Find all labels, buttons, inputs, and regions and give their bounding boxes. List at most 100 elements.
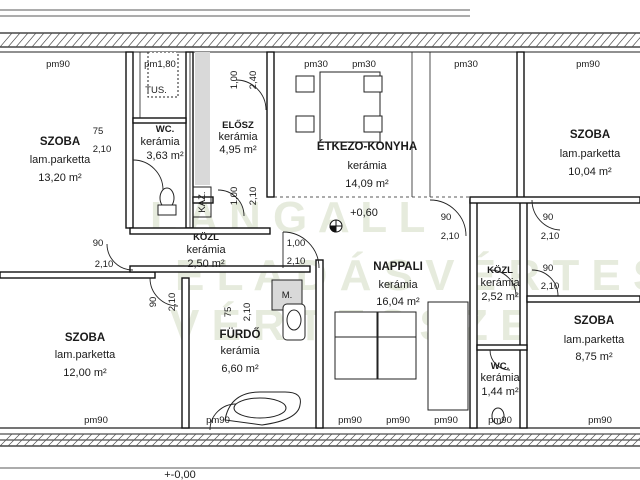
room-name-nappali: NAPPALI [373,261,423,273]
window-bottom-3: pm90 [338,415,362,426]
hatch-line [119,433,133,447]
hatch-line [391,433,405,447]
hatch-line [47,32,61,48]
hatch-line [511,32,525,48]
hatch-line [575,32,589,48]
hatch-line [471,32,485,48]
sanitary [147,51,505,426]
hatch-line [471,433,485,447]
hatch-line [375,433,389,447]
hatch-line [95,433,109,447]
hatch-line [431,32,445,48]
hatch-line [463,433,477,447]
misc-labels: TUS. KAZ. M. +0,60 +-0,00 [145,85,378,480]
hatch-line [15,32,29,48]
hatch-line [279,433,293,447]
room-name-wc-right: WC. [491,361,509,372]
room-area-etkezo: 14,09 m² [345,178,389,190]
hatch-line [631,37,640,48]
hatch-line [135,32,149,48]
hatch-line [95,32,109,48]
hatch-line [479,433,493,447]
room-area-szoba-lt: 13,20 m² [38,172,82,184]
hatch-line [167,32,181,48]
hatch-line [463,32,477,48]
hatch-line [607,32,621,48]
room-mat-szoba-lt: lam.parketta [30,154,91,166]
hatch-line [535,433,549,447]
dim-100-eloesz: 1,00 [229,71,240,90]
room-area-wc-right: 1,44 m² [481,386,519,398]
hatch-line [551,32,565,48]
window-bottom-2: pm90 [206,415,230,426]
room-mat-szoba-rb: lam.parketta [564,334,625,346]
hatch-line [271,433,285,447]
room-name-szoba-lb: SZOBA [65,332,105,344]
hatch-line [199,32,213,48]
hatch-line [503,32,517,48]
room-mat-wc-right: kerámia [480,372,520,384]
hatch-line [375,32,389,48]
room-mat-kozl-left: kerámia [186,244,226,256]
hatch-line [159,32,173,48]
dim-210-szoba-rb: 2,10 [541,281,560,292]
hatch-line [111,433,125,447]
door-dimensions: 75 2,10 90 2,10 1,00 2,40 1,00 2,10 1,00… [93,71,560,322]
room-mat-szoba-rt: lam.parketta [560,148,621,160]
hatch-line [455,32,469,48]
hatch-line [303,433,317,447]
hatch-line [143,32,157,48]
hatch-line [551,433,565,447]
top-wall [0,9,640,53]
hatch-line [303,32,317,48]
hatch-line [543,32,557,48]
watermark-line2: E L A D Á S V É R T E S [175,250,640,300]
hatch-line [0,32,13,48]
m-label: M. [282,290,293,301]
hatch-line [79,32,93,48]
top-wall-hatch [0,32,640,48]
hatch-line [223,433,237,447]
dim-240-eloesz: 2,40 [248,71,259,90]
hatch-line [15,433,29,447]
room-area-szoba-rt: 10,04 m² [568,166,612,178]
hatch-line [535,32,549,48]
hatch-line [415,433,429,447]
hatch-line [215,32,229,48]
hatch-line [503,433,517,447]
hatch-line [199,433,213,447]
window-top-5: pm30 [454,59,478,70]
hatch-line [335,433,349,447]
dim-210-kaz: 2,10 [248,187,259,206]
hatch-line [111,32,125,48]
hatch-line [495,32,509,48]
dim-90-szoba-rt: 90 [543,212,554,223]
hatch-line [567,32,581,48]
hatch-line [151,433,165,447]
living-furniture [334,301,469,411]
dim-90-kozl: 90 [93,238,104,249]
hatch-line [167,433,181,447]
window-top-3: pm30 [304,59,328,70]
room-area-szoba-lb: 12,00 m² [63,367,107,379]
hatch-line [583,32,597,48]
hatch-line [359,433,373,447]
hatch-line [319,433,333,447]
hatch-line [255,433,269,447]
hatch-line [295,32,309,48]
hatch-line [239,433,253,447]
hatch-line [631,437,640,447]
hatch-line [479,32,493,48]
hatch-line [263,32,277,48]
hatch-line [311,32,325,48]
hatch-line [183,32,197,48]
room-mat-eloesz: kerámia [218,131,258,143]
window-bottom-6: pm90 [488,415,512,426]
hatch-line [127,433,141,447]
room-labels: SZOBA lam.parketta 13,20 m² WC. kerámia … [30,119,625,398]
interior-walls [0,51,640,429]
room-area-kozl-right: 2,52 m² [481,291,519,303]
hatch-line [175,32,189,48]
window-bottom-1: pm90 [84,415,108,426]
